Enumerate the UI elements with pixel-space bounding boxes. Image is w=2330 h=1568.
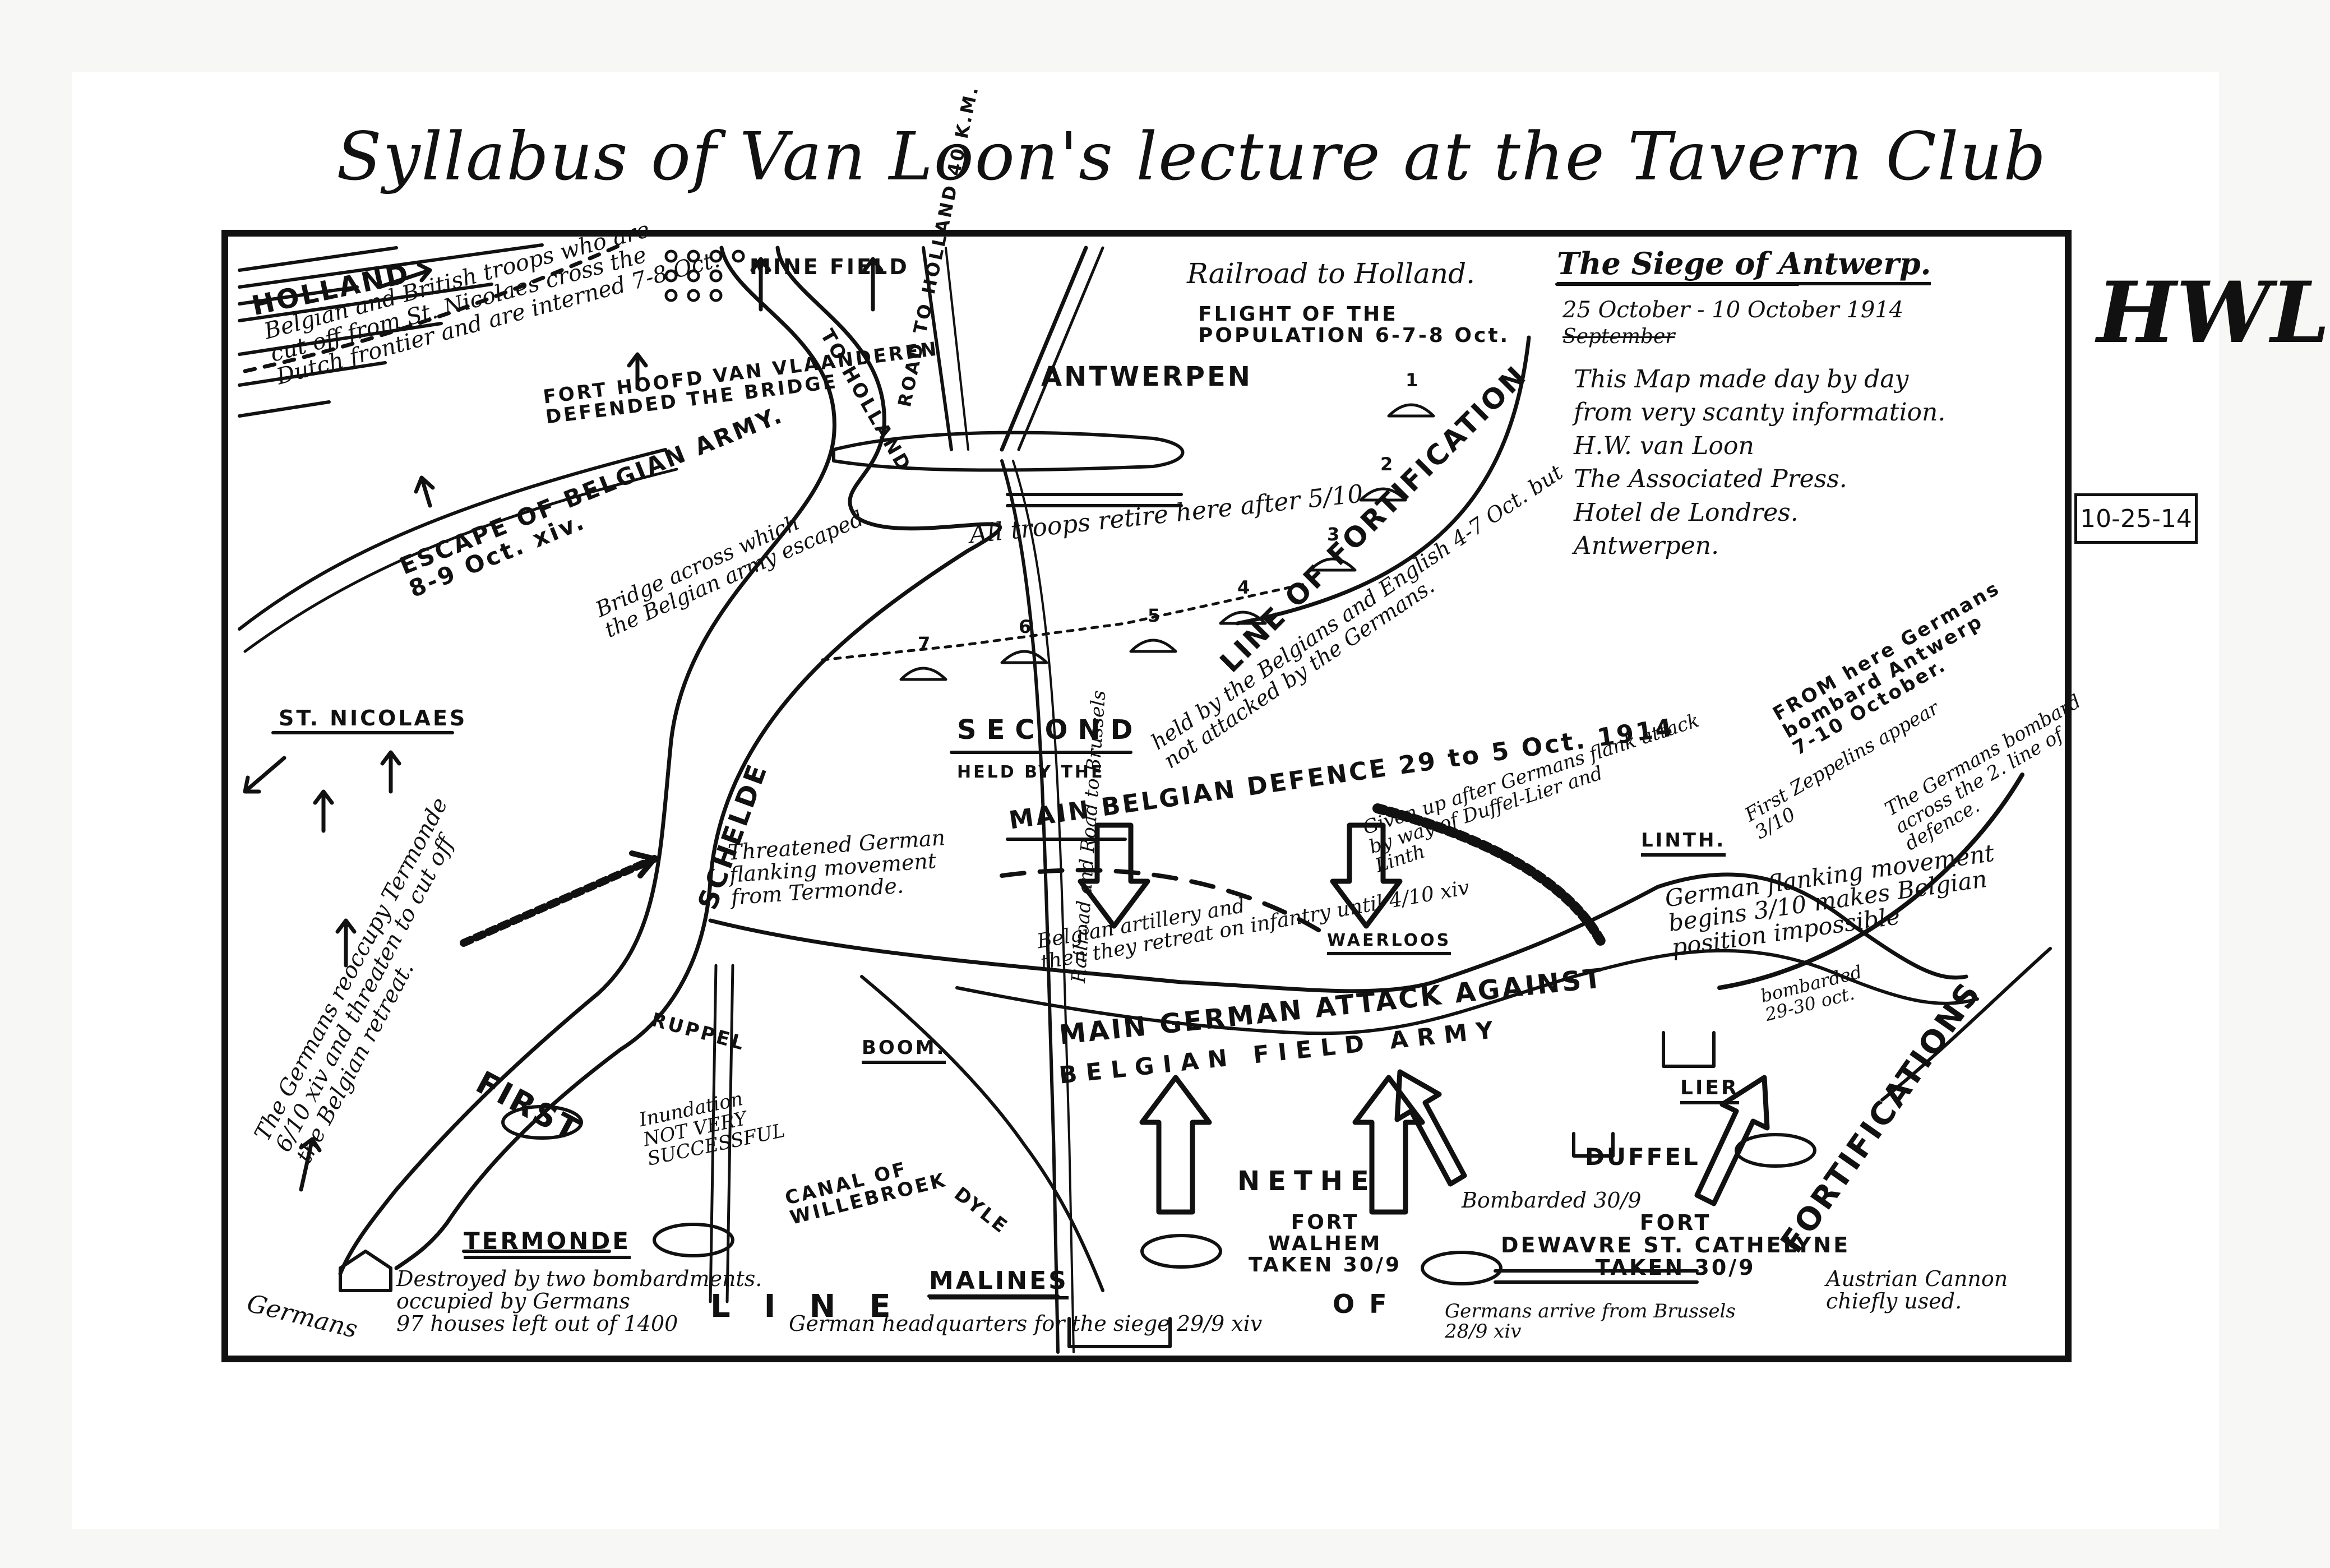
outer-fortification-arc bbox=[1717, 773, 2024, 990]
outer-fortification-arc-2 bbox=[1880, 947, 2052, 1102]
label-fort-walhem: FORT WALHEM TAKEN 30/9 bbox=[1249, 1211, 1402, 1276]
label-siege-strike: September bbox=[1562, 325, 1675, 348]
label-duffel: DUFFEL bbox=[1585, 1143, 1700, 1171]
fort-number-1: 1 bbox=[1406, 369, 1421, 391]
fort-number-3: 3 bbox=[1327, 524, 1342, 545]
fort-number-6: 6 bbox=[1019, 616, 1034, 637]
map-drawing bbox=[238, 243, 2052, 1354]
label-second: SECOND bbox=[957, 714, 1143, 746]
page-title: Syllabus of Van Loon's lecture at the Ta… bbox=[336, 118, 2047, 195]
fort-number-5: 5 bbox=[1148, 605, 1163, 626]
dyle-river bbox=[860, 975, 1104, 1292]
flanking-arrow-termonde bbox=[460, 855, 658, 947]
fort-symbols bbox=[899, 403, 1435, 681]
attack-arrows bbox=[1139, 1069, 1770, 1215]
label-german-hq: German headquarters for the siege 29/9 x… bbox=[789, 1311, 1263, 1336]
rupel-nethe-river bbox=[708, 872, 1968, 993]
road-to-brussels bbox=[1012, 460, 1075, 1353]
label-siege-title: The Siege of Antwerp. bbox=[1557, 248, 1931, 285]
defence-arrows bbox=[1078, 822, 1403, 929]
fort-number-7: 7 bbox=[918, 633, 933, 654]
flanking-curve-lier bbox=[1372, 803, 1607, 948]
nethe-river-south bbox=[955, 949, 1979, 1035]
escape-railway-2 bbox=[243, 468, 678, 653]
label-fort-dewavre: FORT DEWAVRE ST. CATHELYNE TAKEN 30/9 bbox=[1501, 1210, 1851, 1280]
small-arrows bbox=[243, 257, 884, 1192]
label-railroad-to-holland: Railroad to Holland. bbox=[1187, 257, 1475, 290]
date-stamp: 10-25-14 bbox=[2074, 493, 2198, 544]
second-line-chain bbox=[821, 582, 1306, 662]
label-austrian-cannon: Austrian Cannon chiefly used. bbox=[1826, 1266, 2008, 1313]
holland-hatching bbox=[238, 243, 544, 418]
railroad-to-holland bbox=[1000, 246, 1088, 452]
label-germans-arrive: Germans arrive from Brussels 28/9 xiv bbox=[1445, 1300, 1736, 1343]
map-frame: HOLLAND MINE FIELD TO HOLLAND ROAD TO HO… bbox=[221, 83, 2085, 1362]
main-defence-dashed bbox=[1000, 868, 1324, 934]
paper-sheet bbox=[72, 72, 2219, 1529]
fort-number-4: 4 bbox=[1237, 577, 1252, 598]
label-linth: LINTH. bbox=[1641, 830, 1726, 857]
label-of: OF bbox=[1333, 1289, 1402, 1319]
author-initials: HWL bbox=[2097, 263, 2330, 362]
label-siege-text: This Map made day by day from very scant… bbox=[1574, 365, 1946, 560]
label-termonde: TERMONDE bbox=[464, 1228, 631, 1260]
railroad-to-brussels bbox=[1000, 459, 1060, 1354]
label-flight-of-population: FLIGHT OF THE POPULATION 6-7-8 Oct. bbox=[1198, 303, 1510, 347]
label-boom: BOOM. bbox=[862, 1038, 946, 1064]
label-waerloos: WAERLOOS bbox=[1327, 932, 1451, 955]
label-antwerpen: ANTWERPEN bbox=[1041, 361, 1252, 392]
label-held-by-the: HELD BY THE bbox=[957, 762, 1105, 782]
label-mine-field: MINE FIELD bbox=[750, 255, 909, 279]
label-lier: LIER bbox=[1680, 1077, 1739, 1104]
antwerpen-mound bbox=[832, 431, 1185, 472]
holland-frontier bbox=[243, 243, 623, 373]
mine-field bbox=[664, 249, 745, 302]
inner-fortification-arc bbox=[1235, 335, 1531, 626]
road-to-holland bbox=[922, 246, 953, 451]
railroad-to-holland-rail bbox=[1017, 246, 1104, 451]
label-st-nicolaes: ST. NICOLAES bbox=[279, 706, 468, 730]
schelde-river-west-bank bbox=[338, 246, 836, 1276]
town-symbols bbox=[339, 1031, 1716, 1348]
label-nethe: NETHE bbox=[1237, 1165, 1377, 1197]
road-to-holland-2 bbox=[945, 247, 969, 451]
label-bombarded-duffel: Bombarded 30/9 bbox=[1462, 1188, 1642, 1213]
label-siege-dates: 25 October - 10 October 1914 bbox=[1562, 297, 1904, 323]
bottom-fort-ovals bbox=[501, 1105, 1816, 1285]
label-malines: MALINES bbox=[929, 1268, 1069, 1300]
escape-railway bbox=[238, 448, 667, 631]
fort-number-2: 2 bbox=[1380, 454, 1395, 475]
label-line: LINE bbox=[710, 1288, 924, 1325]
label-destroyed-termonde: Destroyed by two bombardments. occupied … bbox=[396, 1266, 762, 1336]
